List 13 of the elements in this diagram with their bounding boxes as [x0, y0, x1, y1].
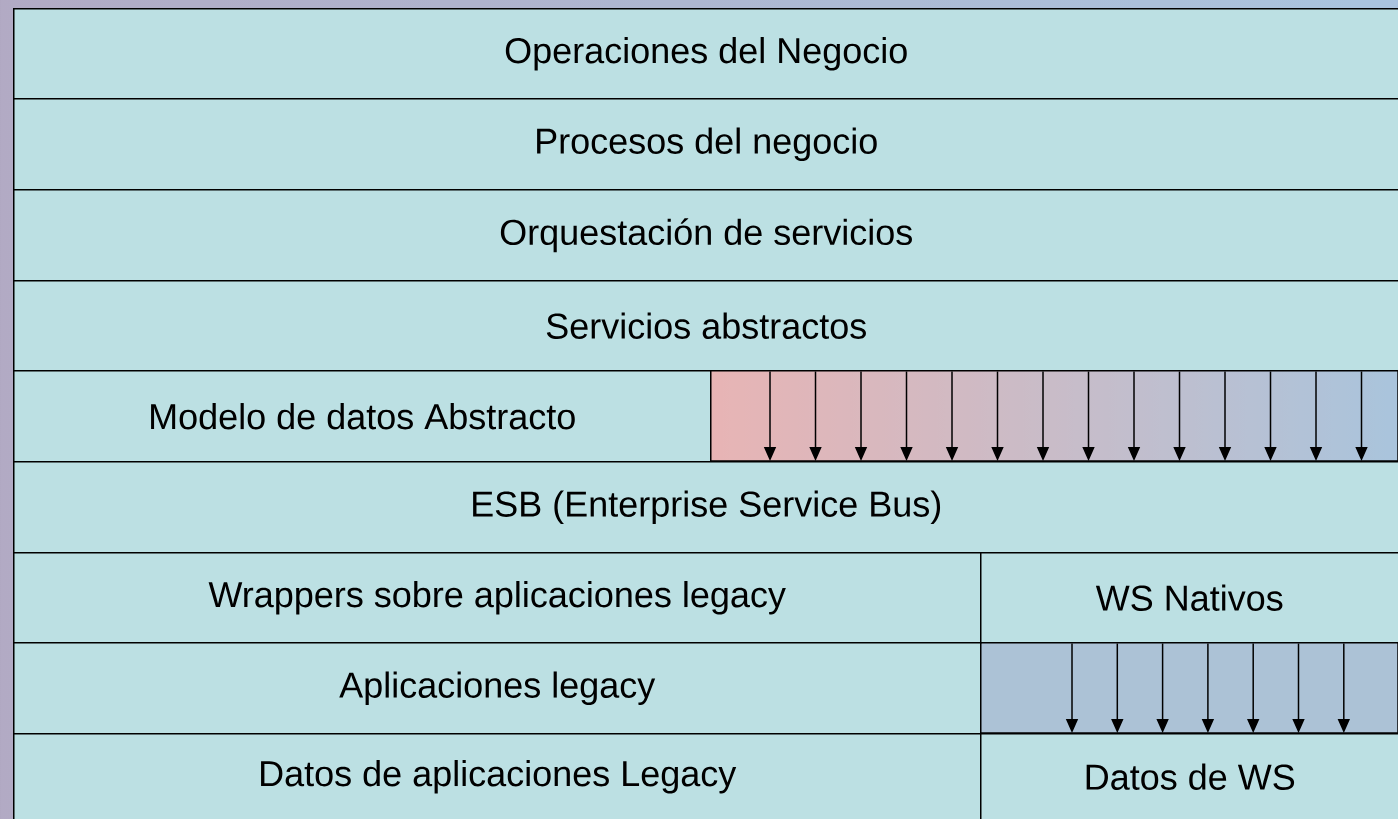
layer-box: Datos de WS [980, 733, 1398, 819]
node-label: Datos de aplicaciones Legacy [261, 759, 737, 794]
node-label: ESB (Enterprise Service Bus) [473, 490, 941, 525]
node-label: Orquestación de servicios [500, 218, 912, 253]
layer-box: Orquestación de servicios [13, 189, 1398, 282]
node-label: Operaciones del Negocio [505, 36, 907, 71]
layer-box: Modelo de datos Abstracto [13, 370, 712, 463]
layer-box: WS Nativos [980, 552, 1398, 644]
node-label: Procesos del negocio [537, 127, 877, 162]
layer-box: Operaciones del Negocio [13, 8, 1398, 100]
layer-box: Aplicaciones legacy [13, 642, 982, 735]
layer-box: Servicios abstractos [13, 280, 1398, 372]
layer-box: Procesos del negocio [13, 98, 1398, 191]
